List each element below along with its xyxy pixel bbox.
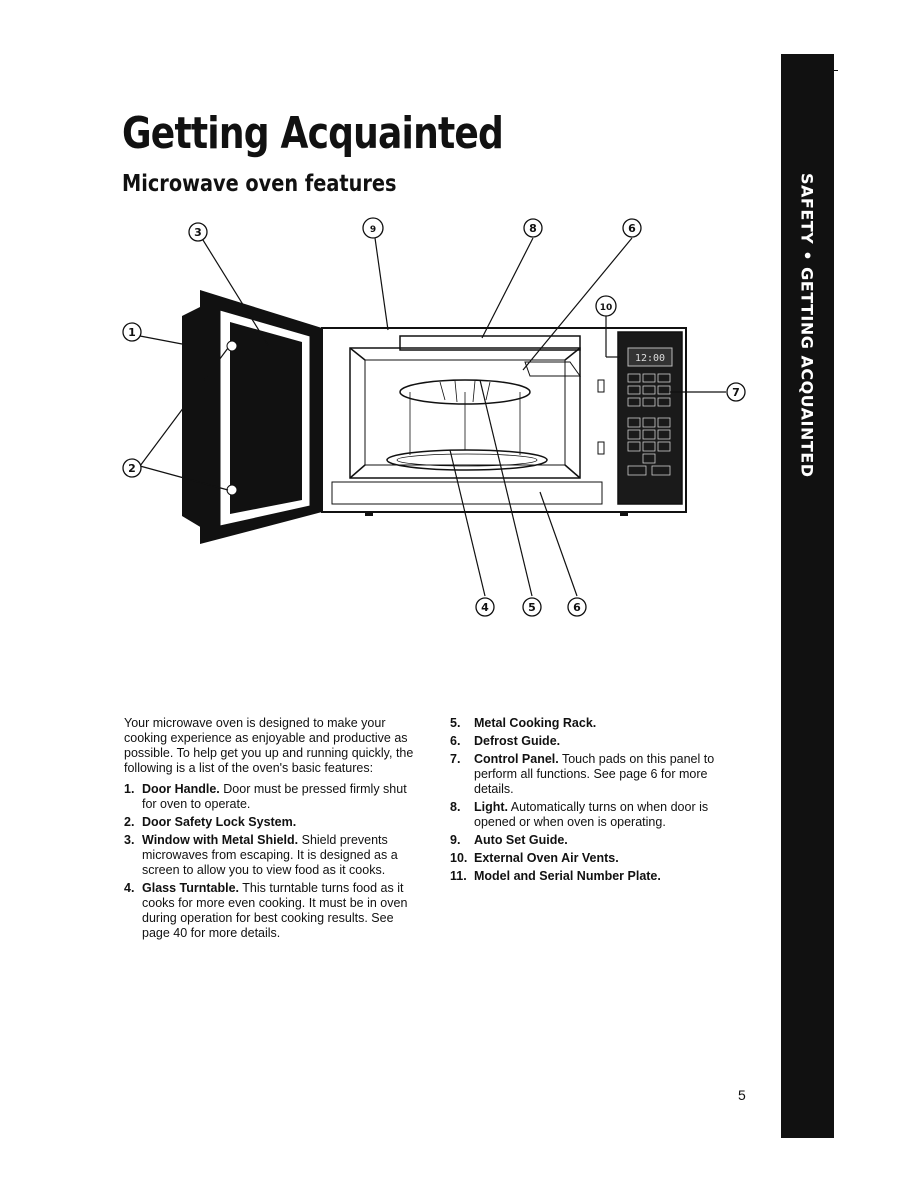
list-item: 3.Window with Metal Shield. Shield preve… <box>124 833 398 877</box>
display-readout: 12:00 <box>635 353 665 364</box>
oven-vent-bar <box>399 335 581 351</box>
list-item: 10.External Oven Air Vents. <box>450 851 619 865</box>
list-item: 2.Door Safety Lock System. <box>124 815 297 829</box>
svg-text:6: 6 <box>573 601 581 614</box>
side-tab <box>781 54 834 1138</box>
callout-7: 7 <box>726 382 746 402</box>
tab-tick-mark <box>834 70 838 71</box>
callout-4: 4 <box>475 597 495 617</box>
list-item: 9.Auto Set Guide. <box>450 833 568 847</box>
list-item: 6.Defrost Guide. <box>450 734 561 748</box>
list-item: 8.Light. Automatically turns on when doo… <box>450 800 709 829</box>
feature-list-right: 5.Metal Cooking Rack. 6.Defrost Guide. 7… <box>450 716 750 884</box>
callout-9: 8 <box>523 218 543 238</box>
callout-1: 1 <box>122 322 142 342</box>
glass-turntable <box>386 449 548 471</box>
section-title: Microwave oven features <box>122 171 397 197</box>
svg-text:3: 3 <box>194 226 202 239</box>
svg-text:8: 8 <box>529 222 537 235</box>
text-column-left: Your microwave oven is designed to make … <box>124 716 424 944</box>
svg-text:6: 6 <box>628 222 636 235</box>
list-item: 11.Model and Serial Number Plate. <box>450 869 661 883</box>
microwave-diagram: 12:00 3 9 8 6 <box>122 217 746 617</box>
svg-text:7: 7 <box>732 386 740 399</box>
callout-11: 10 <box>595 295 617 317</box>
callout-6: 6 <box>567 597 587 617</box>
page-number: 5 <box>738 1087 746 1103</box>
svg-text:10: 10 <box>600 303 613 313</box>
display <box>627 347 673 367</box>
callout-3: 3 <box>188 222 208 242</box>
oven-light <box>524 361 581 377</box>
side-tab-label: SAFETY • GETTING ACQUAINTED <box>797 173 817 478</box>
page-title: Getting Acquainted <box>122 108 504 159</box>
svg-text:1: 1 <box>128 326 136 339</box>
svg-text:4: 4 <box>481 601 489 614</box>
callout-8: 6 <box>622 218 642 238</box>
list-item: 4.Glass Turntable. This turntable turns … <box>124 881 408 940</box>
text-column-right: 5.Metal Cooking Rack. 6.Defrost Guide. 7… <box>450 716 750 887</box>
intro-paragraph: Your microwave oven is designed to make … <box>124 716 414 775</box>
callout-2: 2 <box>122 458 142 478</box>
svg-text:2: 2 <box>128 462 136 475</box>
svg-text:5: 5 <box>528 601 536 614</box>
feature-list-left: 1.Door Handle. Door must be pressed firm… <box>124 782 424 941</box>
list-item: 7.Control Panel. Touch pads on this pane… <box>450 752 715 796</box>
svg-text:9: 9 <box>370 225 376 235</box>
list-item: 5.Metal Cooking Rack. <box>450 716 597 730</box>
callout-5: 5 <box>522 597 542 617</box>
callout-10: 9 <box>362 217 384 239</box>
list-item: 1.Door Handle. Door must be pressed firm… <box>124 782 407 811</box>
